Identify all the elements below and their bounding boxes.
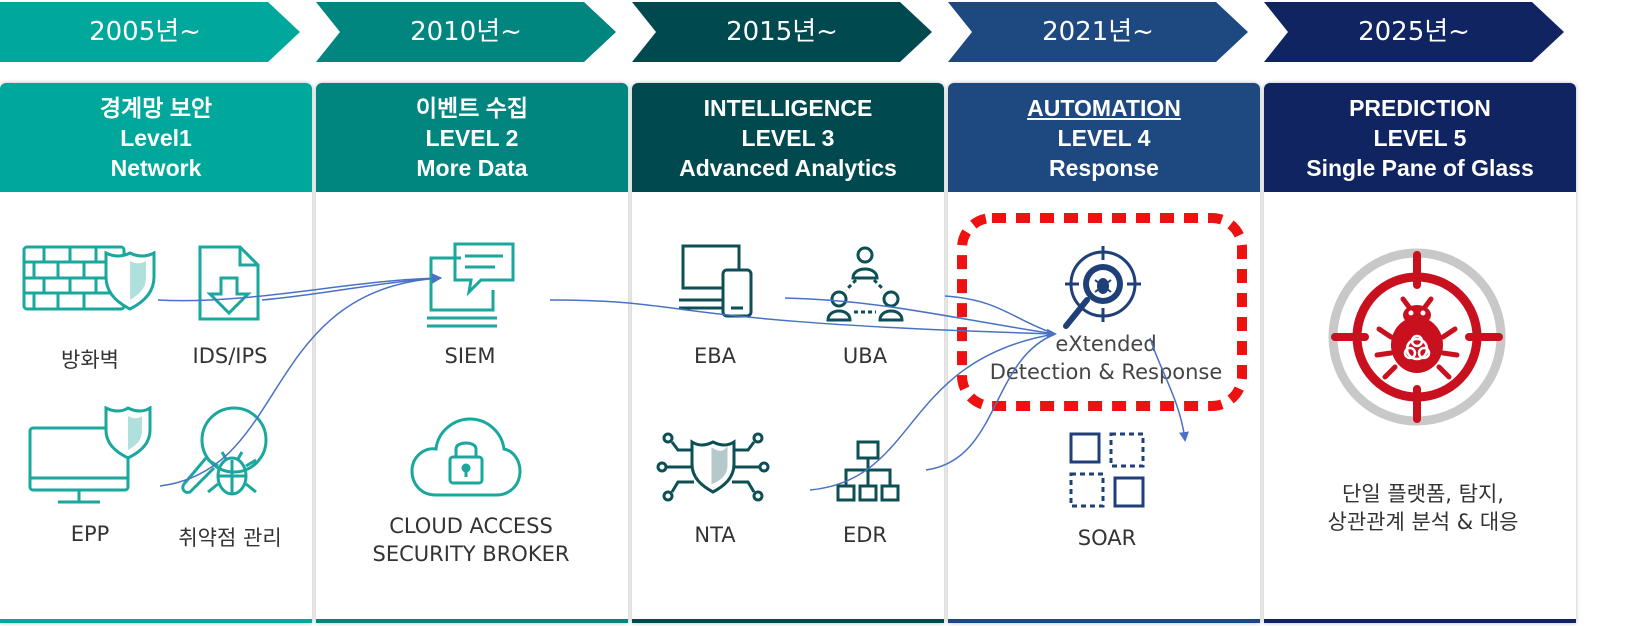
era-chevron-5: 2025년~ <box>1264 2 1564 62</box>
column-header-1: 경계망 보안 Level1 Network <box>0 83 312 192</box>
xdr-label: eXtended Detection & Response <box>960 330 1252 386</box>
era-label-3: 2015년~ <box>726 17 838 47</box>
column-footer-bar <box>0 619 312 623</box>
column-footer-bar <box>948 619 1260 623</box>
casb-label: CLOUD ACCESS SECURITY BROKER <box>326 512 616 568</box>
cloud-lock-icon <box>410 417 522 497</box>
firewall-label: 방화벽 <box>61 348 119 372</box>
header-line: Network <box>110 155 202 181</box>
arrow-xdr-to-soar <box>1149 337 1189 442</box>
eba-label: EBA <box>693 344 737 368</box>
header-line: LEVEL 5 <box>1373 125 1467 151</box>
column-level-1: 경계망 보안 Level1 Network <box>0 83 312 623</box>
chevron-shape-2 <box>316 2 616 62</box>
column-header-4: AUTOMATION LEVEL 4 Response <box>948 83 1260 192</box>
header-line: INTELLIGENCE <box>703 95 873 121</box>
header-line: 경계망 보안 <box>99 95 213 121</box>
header-line: Single Pane of Glass <box>1306 155 1534 181</box>
prediction-target-bug-icon <box>1328 248 1506 426</box>
prediction-line-1: 단일 플랫폼, 탐지, <box>1342 482 1504 506</box>
uba-label: UBA <box>842 344 888 368</box>
prediction-label: 단일 플랫폼, 탐지, 상관관계 분석 & 대응 <box>1268 480 1578 536</box>
column-footer-bar <box>632 619 944 623</box>
header-line: LEVEL 3 <box>741 125 835 151</box>
column-footer-bar <box>316 619 628 623</box>
column-header-3: INTELLIGENCE LEVEL 3 Advanced Analytics <box>632 83 944 192</box>
header-line: LEVEL 2 <box>425 125 519 151</box>
era-label-4: 2021년~ <box>1042 17 1154 47</box>
header-line: 이벤트 수집 <box>415 95 529 121</box>
era-label-1: 2005년~ <box>89 17 201 47</box>
soar-label: SOAR <box>1077 526 1137 550</box>
xdr-line-1: eXtended <box>1055 332 1157 356</box>
arrow-firewall-to-siem <box>157 273 442 302</box>
casb-line-2: SECURITY BROKER <box>372 542 570 566</box>
column-level-4: AUTOMATION LEVEL 4 Response <box>948 83 1260 623</box>
header-line: More Data <box>416 155 528 181</box>
vulnerability-bug-icon <box>181 406 268 496</box>
uba-users-icon <box>826 246 904 322</box>
nta-network-shield-icon <box>656 432 770 502</box>
firewall-icon <box>22 245 156 311</box>
eba-devices-icon <box>679 244 753 318</box>
vulnerability-label: 취약점 관리 <box>178 526 282 550</box>
header-line: LEVEL 4 <box>1057 125 1151 151</box>
era-chevron-2: 2010년~ <box>316 2 616 62</box>
header-line: AUTOMATION <box>1027 95 1181 121</box>
soar-grid-icon <box>1069 432 1145 508</box>
prediction-line-2: 상관관계 분석 & 대응 <box>1327 510 1519 534</box>
header-line: PREDICTION <box>1349 95 1491 121</box>
xdr-highlight-box <box>957 213 1247 411</box>
ids-ips-label: IDS/IPS <box>192 344 268 368</box>
column-level-3: INTELLIGENCE LEVEL 3 Advanced Analytics <box>632 83 944 623</box>
casb-line-1: CLOUD ACCESS <box>389 514 553 538</box>
column-header-2: 이벤트 수집 LEVEL 2 More Data <box>316 83 628 192</box>
edr-hierarchy-icon <box>836 440 900 502</box>
edr-label: EDR <box>842 523 888 547</box>
chevron-shape-4 <box>948 2 1248 62</box>
era-chevron-4: 2021년~ <box>948 2 1248 62</box>
xdr-line-2: Detection & Response <box>989 360 1223 384</box>
arrow-uba-to-xdr <box>944 295 1056 335</box>
arrow-vuln-to-siem <box>159 273 442 487</box>
nta-label: NTA <box>694 523 736 547</box>
era-label-2: 2010년~ <box>410 17 522 47</box>
column-footer-bar <box>1264 619 1576 623</box>
xdr-target-bug-icon <box>1063 246 1141 329</box>
epp-label: EPP <box>70 522 110 546</box>
arrow-eba-to-xdr <box>784 297 1056 335</box>
chevron-shape-1 <box>0 2 300 62</box>
era-chevron-1: 2005년~ <box>0 2 300 62</box>
column-level-2: 이벤트 수집 LEVEL 2 More Data <box>316 83 628 623</box>
era-chevron-3: 2015년~ <box>632 2 932 62</box>
arrow-nta-to-xdr <box>809 333 1056 491</box>
arrow-siem-to-xdr <box>549 299 1057 339</box>
chevron-shape-5 <box>1264 2 1564 62</box>
epp-icon <box>28 406 152 504</box>
ids-ips-icon <box>198 245 260 321</box>
column-header-5: PREDICTION LEVEL 5 Single Pane of Glass <box>1264 83 1576 192</box>
arrow-edr-to-xdr <box>925 333 1056 471</box>
siem-label: SIEM <box>444 344 496 368</box>
header-line: Advanced Analytics <box>679 155 897 181</box>
era-label-5: 2025년~ <box>1358 17 1470 47</box>
header-line: Response <box>1049 155 1159 181</box>
siem-monitor-icon <box>427 242 515 328</box>
header-line: Level1 <box>120 125 192 151</box>
chevron-shape-3 <box>632 2 932 62</box>
